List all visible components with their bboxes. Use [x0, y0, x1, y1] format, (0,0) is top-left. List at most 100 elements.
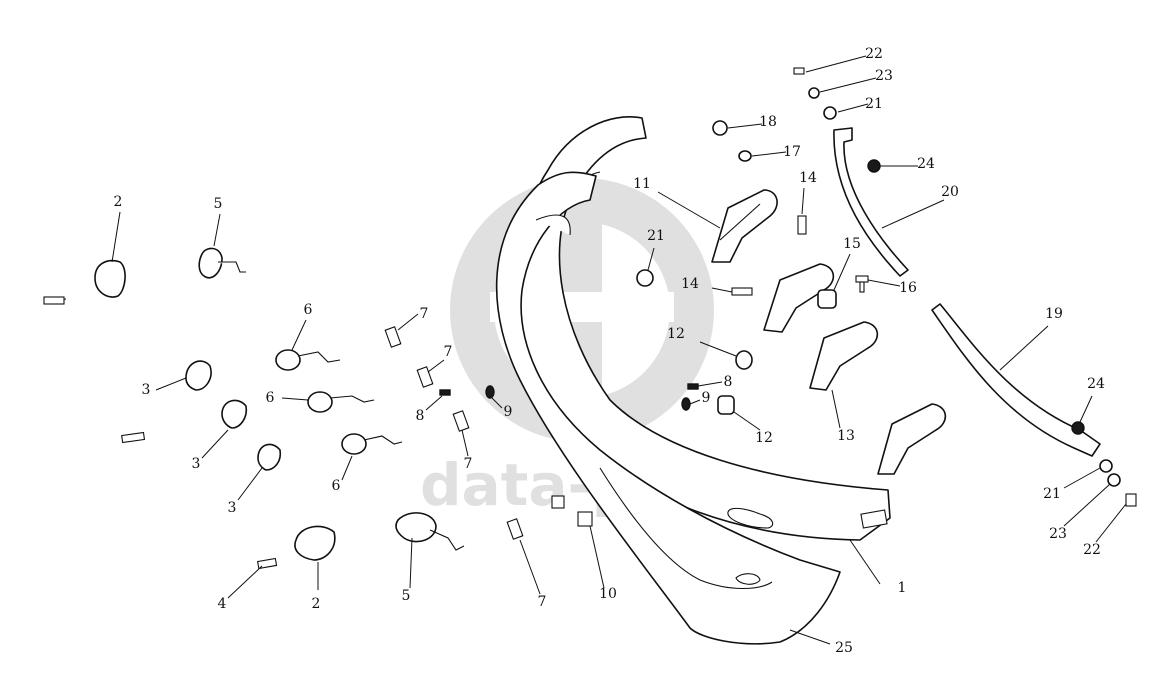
callout-number-c25: 25 [835, 640, 853, 656]
callout-number-c13: 13 [837, 428, 855, 444]
callout-number-c3a: 3 [142, 382, 151, 398]
hardware-parts-21-24 [636, 67, 1137, 507]
callout-number-c2b: 2 [312, 596, 321, 612]
leader-line-c16 [867, 279, 901, 287]
bracket-part-13 [763, 263, 947, 475]
callout-number-c9a: 9 [504, 404, 513, 420]
leader-line-c6a [291, 319, 307, 351]
callout-number-c23a: 23 [875, 68, 893, 84]
callout-number-c5a: 5 [214, 196, 223, 212]
leader-line-c24b [1079, 395, 1093, 423]
clips-part-7 [384, 326, 524, 540]
callout-number-c6a: 6 [304, 302, 313, 318]
callout-number-c20: 20 [941, 184, 959, 200]
leader-line-c19 [999, 325, 1049, 371]
leader-line-c5a [213, 213, 221, 247]
leader-line-c21b [647, 247, 655, 271]
caps-part-3 [121, 360, 282, 471]
leader-line-c7c [461, 429, 469, 457]
leader-line-c20 [881, 199, 945, 229]
leader-line-c8b [697, 381, 723, 387]
screws-part-8 [439, 383, 699, 396]
callout-number-c15: 15 [843, 236, 861, 252]
leader-line-c3b [201, 429, 229, 459]
callout-number-c22b: 22 [1083, 542, 1101, 558]
bumper-outer-part-25 [495, 171, 841, 645]
callout-number-c22a: 22 [865, 46, 883, 62]
clips-part-5 [198, 247, 465, 551]
leader-line-c7b [427, 359, 445, 373]
leader-line-c22b [1095, 503, 1127, 543]
callout-number-c17: 17 [783, 144, 801, 160]
callout-number-c12b: 12 [755, 430, 773, 446]
callout-number-c7b: 7 [444, 344, 453, 360]
bolt-part-4 [256, 557, 278, 570]
leader-line-c12a [699, 341, 737, 357]
washer-part-17 [738, 150, 752, 162]
callout-number-c21c: 21 [1043, 486, 1061, 502]
callout-number-c7d: 7 [538, 594, 547, 610]
leader-line-c11 [657, 191, 721, 229]
callout-number-c24a: 24 [917, 156, 935, 172]
leader-line-c25 [789, 629, 831, 645]
callout-number-c16: 16 [899, 280, 917, 296]
callout-number-c19: 19 [1045, 306, 1063, 322]
leader-line-c6b [281, 397, 309, 401]
callout-number-c4: 4 [218, 596, 227, 612]
callout-number-c3b: 3 [192, 456, 201, 472]
bracket-part-11 [711, 189, 778, 263]
callout-number-c18: 18 [759, 114, 777, 130]
callout-number-c5b: 5 [402, 588, 411, 604]
spacers-part-12 [717, 350, 753, 415]
leader-lines [111, 55, 1127, 645]
leader-line-c14a [801, 187, 805, 215]
leader-line-c21a [837, 103, 869, 113]
leader-line-c23b [1063, 483, 1111, 527]
callout-number-c24b: 24 [1087, 376, 1105, 392]
pin-part-16 [855, 275, 869, 293]
callout-number-c21b: 21 [647, 228, 665, 244]
nut-part-18 [712, 120, 728, 136]
callout-number-c11: 11 [633, 176, 651, 192]
leader-line-c23a [819, 77, 877, 93]
rod-part-19 [931, 303, 1101, 457]
leader-line-c22a [805, 55, 867, 73]
leader-line-c5b [409, 537, 413, 589]
cap-part-2-top [43, 259, 126, 305]
callout-number-c23b: 23 [1049, 526, 1067, 542]
leader-line-c3c [237, 467, 263, 501]
callout-number-c8b: 8 [724, 374, 733, 390]
leader-line-c7a [397, 313, 419, 331]
callout-number-c2a: 2 [114, 194, 123, 210]
callout-number-c21a: 21 [865, 96, 883, 112]
leader-line-c2a [111, 211, 121, 263]
callout-number-c14b: 14 [681, 276, 699, 292]
grommets-part-9 [485, 385, 691, 411]
leader-line-c1 [849, 539, 881, 585]
leader-line-c4 [227, 565, 263, 599]
leader-line-c10 [589, 525, 605, 589]
callout-number-c6c: 6 [332, 478, 341, 494]
callout-number-c1: 1 [898, 580, 907, 596]
leader-line-c17 [751, 151, 787, 157]
leader-line-c8a [425, 395, 443, 411]
callout-number-c7c: 7 [464, 456, 473, 472]
callout-number-c9b: 9 [702, 390, 711, 406]
bushing-part-15 [817, 289, 837, 309]
cap-part-2-bottom [294, 525, 336, 561]
leader-line-c14b [711, 287, 733, 293]
leader-line-c15 [833, 253, 851, 291]
nuts-part-10 [551, 495, 593, 527]
callout-number-c7a: 7 [420, 306, 429, 322]
leader-line-c9b [689, 399, 701, 405]
leader-line-c18 [727, 123, 763, 129]
callout-number-c10: 10 [599, 586, 617, 602]
leader-line-c3a [155, 377, 187, 391]
leader-line-c6c [341, 455, 353, 481]
callout-number-c8a: 8 [416, 408, 425, 424]
leader-line-c12b [733, 411, 761, 431]
leader-line-c7d [519, 539, 541, 595]
callout-number-c3c: 3 [228, 500, 237, 516]
